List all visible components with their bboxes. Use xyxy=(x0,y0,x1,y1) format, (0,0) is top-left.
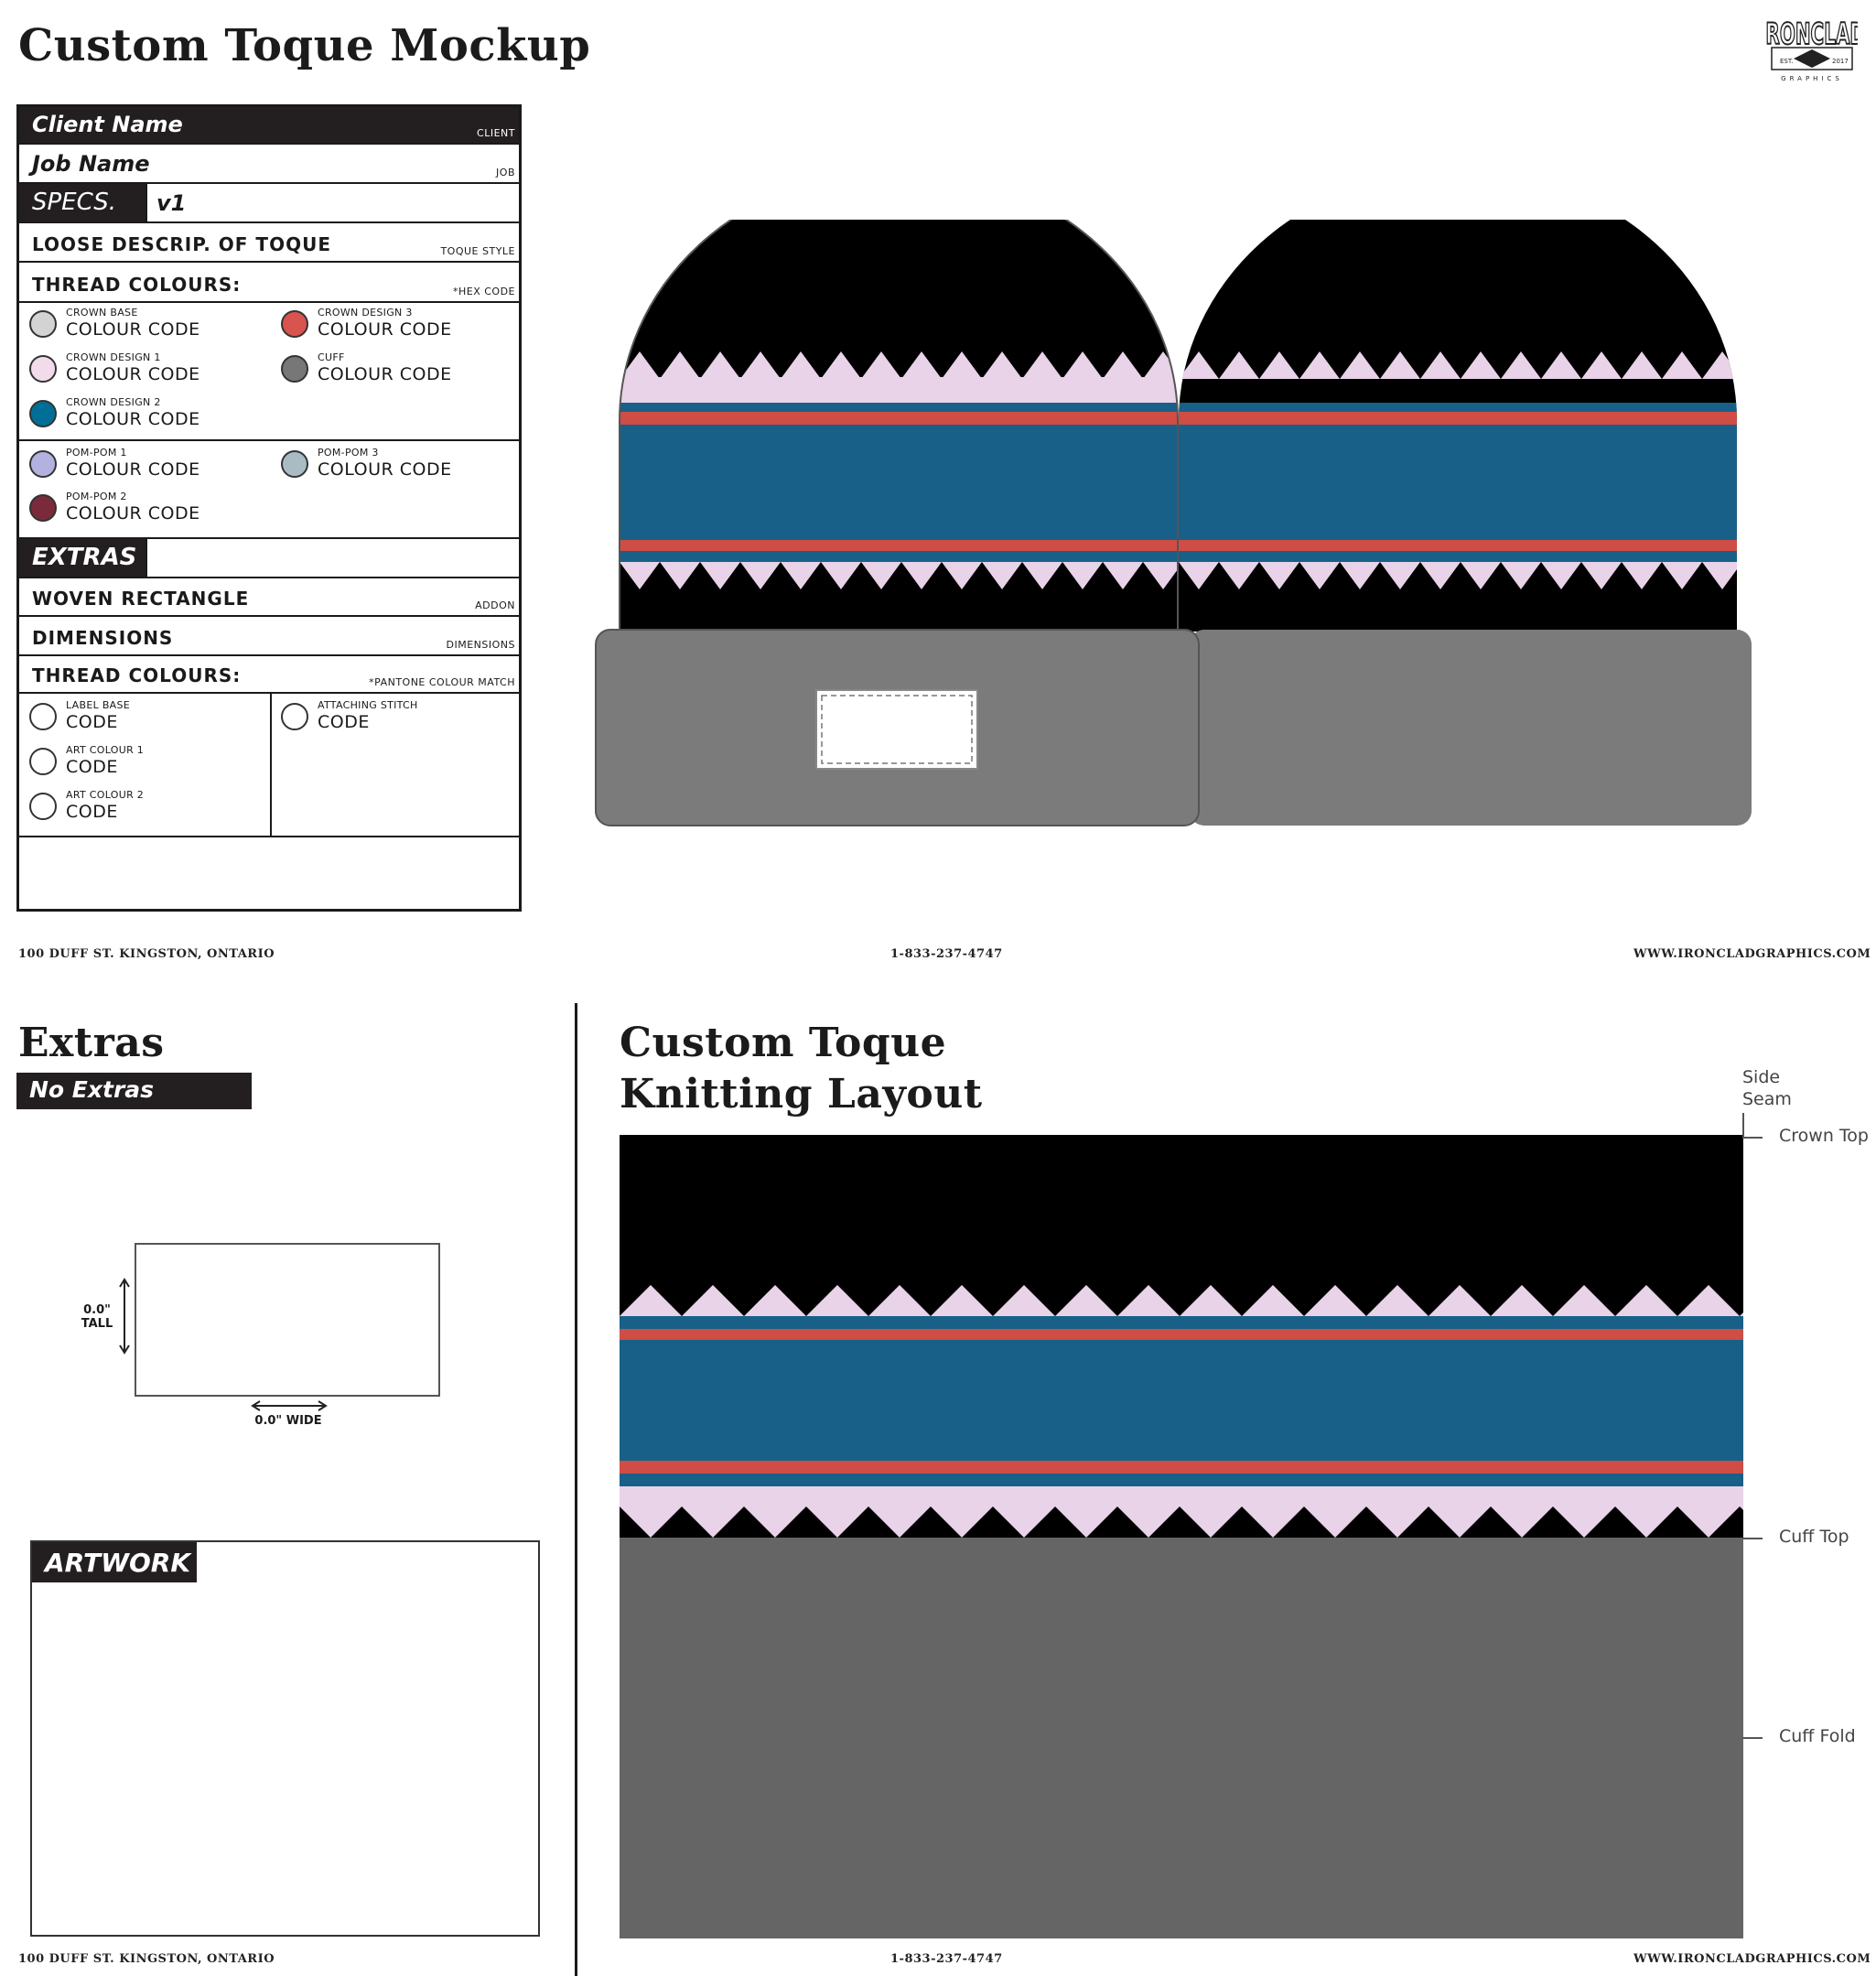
extras-title: Extras xyxy=(18,1020,165,1066)
cuff-dot xyxy=(281,355,308,383)
label-base-dot xyxy=(29,703,57,730)
crown-top-tick xyxy=(1742,1137,1763,1139)
cuff-fold-tick xyxy=(1742,1737,1763,1739)
specs-version[interactable]: v1 xyxy=(156,190,187,216)
addon-tag: ADDON xyxy=(475,599,515,611)
svg-text:2017: 2017 xyxy=(1832,58,1849,65)
crown-base-dot xyxy=(29,310,57,338)
pompom-2-dot xyxy=(29,494,57,522)
toque-style[interactable]: LOOSE DESCRIP. OF TOQUE xyxy=(32,233,331,255)
art-colour-2-dot xyxy=(29,793,57,820)
footer-phone-bottom: 1-833-237-4747 xyxy=(890,1952,1003,1966)
footer-address-bottom: 100 DUFF ST. KINGSTON, ONTARIO xyxy=(18,1952,275,1966)
client-row: Client Name CLIENT xyxy=(19,107,519,145)
side-seam-label: Side Seam xyxy=(1742,1067,1792,1109)
knitting-cuff xyxy=(620,1538,1743,1938)
toque-back-cuff xyxy=(1190,630,1752,826)
crown-colours-block: CROWN BASE COLOUR CODE CROWN DESIGN 3 CO… xyxy=(19,301,519,441)
toque-front-outline xyxy=(619,220,1179,632)
client-tag: CLIENT xyxy=(477,127,515,139)
addon-value[interactable]: WOVEN RECTANGLE xyxy=(32,588,250,610)
specs-label-box: SPECS. xyxy=(19,184,146,221)
extras-label: EXTRAS xyxy=(32,544,137,571)
addon-row: WOVEN RECTANGLE ADDON xyxy=(19,578,519,617)
thread-heading: THREAD COLOURS: xyxy=(32,274,242,296)
cuff-top-label: Cuff Top xyxy=(1779,1527,1849,1547)
knitting-layout-title: Custom Toque Knitting Layout xyxy=(620,1020,983,1118)
ironclad-logo: IRONCLAD EST. 2017 GRAPHICS xyxy=(1766,16,1858,82)
pantone-tag: *PANTONE COLOUR MATCH xyxy=(369,676,515,688)
footer-website-bottom[interactable]: WWW.IRONCLADGRAPHICS.COM xyxy=(1633,1952,1871,1966)
pompom-3-dot xyxy=(281,450,308,478)
crown-design-3-dot xyxy=(281,310,308,338)
section-divider xyxy=(575,1003,577,1976)
toque-style-tag: TOQUE STYLE xyxy=(440,245,515,257)
footer-address: 100 DUFF ST. KINGSTON, ONTARIO xyxy=(18,947,275,961)
crown-design-2-dot xyxy=(29,400,57,427)
pompom-colours-block: POM-POM 1 COLOUR CODE POM-POM 3 COLOUR C… xyxy=(19,441,519,539)
hex-code-tag: *HEX CODE xyxy=(452,286,515,297)
spec-sheet: Client Name CLIENT Job Name JOB SPECS. v… xyxy=(16,104,522,912)
extras-row: EXTRAS xyxy=(19,539,519,578)
client-name[interactable]: Client Name xyxy=(32,112,183,137)
page-title: Custom Toque Mockup xyxy=(18,20,591,71)
svg-text:EST.: EST. xyxy=(1780,58,1794,65)
artwork-header: ARTWORK xyxy=(32,1542,197,1582)
notes-area[interactable] xyxy=(19,837,519,912)
footer-website[interactable]: WWW.IRONCLADGRAPHICS.COM xyxy=(1633,947,1871,961)
extras-label-box: EXTRAS xyxy=(19,539,146,577)
specs-row: SPECS. v1 xyxy=(19,184,519,223)
attaching-stitch-dot xyxy=(281,703,308,730)
crown-design-1-dot xyxy=(29,355,57,383)
dimensions-row: DIMENSIONS DIMENSIONS xyxy=(19,617,519,656)
footer-phone: 1-833-237-4747 xyxy=(890,947,1003,961)
width-arrow-icon xyxy=(251,1400,328,1411)
extras-status-badge: No Extras xyxy=(16,1073,252,1109)
job-row: Job Name JOB xyxy=(19,145,519,184)
crown-top-label: Crown Top xyxy=(1779,1126,1869,1146)
cuff-top-tick xyxy=(1742,1538,1763,1539)
toque-back-crown xyxy=(1179,220,1737,632)
dimensions-tag: DIMENSIONS xyxy=(446,639,515,651)
label-colours-block: LABEL BASE CODE ART COLOUR 1 CODE ART CO… xyxy=(19,694,519,837)
dimensions-value[interactable]: DIMENSIONS xyxy=(32,627,174,649)
svg-text:GRAPHICS: GRAPHICS xyxy=(1781,75,1843,82)
specs-label: SPECS. xyxy=(32,189,117,216)
thread-heading-row: THREAD COLOURS: *HEX CODE xyxy=(19,263,519,301)
art-colour-1-dot xyxy=(29,748,57,775)
woven-label-placeholder[interactable] xyxy=(815,689,978,770)
cuff-fold-label: Cuff Fold xyxy=(1779,1726,1856,1746)
svg-text:IRONCLAD: IRONCLAD xyxy=(1766,17,1858,51)
toque-mockup xyxy=(595,220,1752,826)
knitting-layout-diagram xyxy=(620,1135,1743,1938)
label-thread-heading-row: THREAD COLOURS: *PANTONE COLOUR MATCH xyxy=(19,656,519,694)
job-name[interactable]: Job Name xyxy=(32,151,150,177)
artwork-box[interactable] xyxy=(30,1540,540,1937)
job-tag: JOB xyxy=(496,167,515,178)
toque-front-crown xyxy=(620,220,1178,632)
label-thread-heading: THREAD COLOURS: xyxy=(32,664,242,686)
label-dimension-box xyxy=(135,1243,440,1397)
pompom-1-dot xyxy=(29,450,57,478)
style-row: LOOSE DESCRIP. OF TOQUE TOQUE STYLE xyxy=(19,223,519,263)
height-arrow-icon xyxy=(119,1278,130,1355)
width-label: 0.0" WIDE xyxy=(254,1414,322,1428)
height-label: 0.0"TALL xyxy=(81,1303,113,1331)
